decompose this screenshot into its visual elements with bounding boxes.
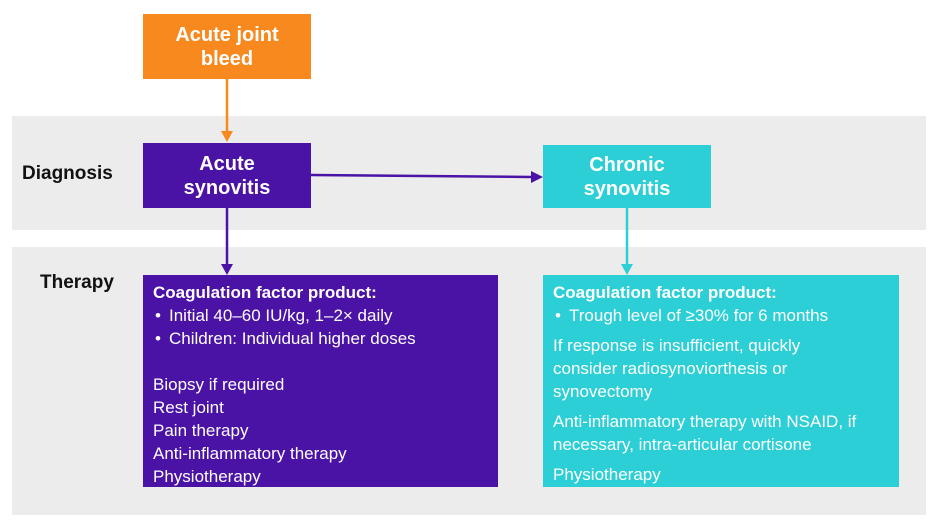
acute-joint-bleed-line2: bleed [200,47,254,70]
acute-therapy-item: Anti-inflammatory therapy [153,444,347,463]
arrow-acute-to-chronic [310,173,533,179]
acute-synovitis-line1: Acute [199,152,255,175]
chronic-therapy-paragraph: Anti-inflammatory therapy with NSAID, if… [553,412,857,454]
chronic-synovitis-line2: synovitis [583,177,671,200]
acute-synovitis-box: Acute synovitis [143,143,311,208]
chronic-therapy-bullet: Trough level of ≥30% for 6 months [553,304,889,327]
acute-therapy-item: Pain therapy [153,421,249,440]
acute-therapy-box: Coagulation factor product: Initial 40–6… [143,275,498,487]
arrowhead-acute-to-therapy [221,264,233,275]
chronic-synovitis-box: Chronic synovitis [543,145,711,208]
acute-synovitis-line2: synovitis [183,176,271,199]
acute-therapy-item: Physiotherapy [153,467,261,486]
chronic-therapy-heading: Coagulation factor product: [553,283,777,302]
arrowhead-bleed-to-acute [221,131,233,142]
therapy-label: Therapy [40,272,114,293]
diagnosis-label: Diagnosis [22,163,113,184]
acute-therapy-bullets: Initial 40–60 IU/kg, 1–2× daily Children… [153,304,488,350]
arrowhead-acute-to-chronic [531,171,543,183]
chronic-therapy-box: Coagulation factor product: Trough level… [543,275,899,487]
acute-therapy-heading: Coagulation factor product: [153,283,377,302]
acute-therapy-item: Rest joint [153,398,224,417]
chronic-therapy-paragraph: If response is insufficient, quickly con… [553,336,801,401]
chronic-therapy-bullets: Trough level of ≥30% for 6 months [553,304,889,327]
acute-therapy-bullet: Children: Individual higher doses [153,327,488,350]
chronic-therapy-paragraph: Physiotherapy [553,465,661,484]
acute-joint-bleed-line1: Acute joint [175,23,279,46]
chronic-synovitis-line1: Chronic [589,153,665,176]
acute-therapy-bullet: Initial 40–60 IU/kg, 1–2× daily [153,304,488,327]
acute-therapy-item: Biopsy if required [153,375,285,394]
acute-joint-bleed-box: Acute joint bleed [143,14,311,79]
arrowhead-chronic-to-therapy [621,264,633,275]
